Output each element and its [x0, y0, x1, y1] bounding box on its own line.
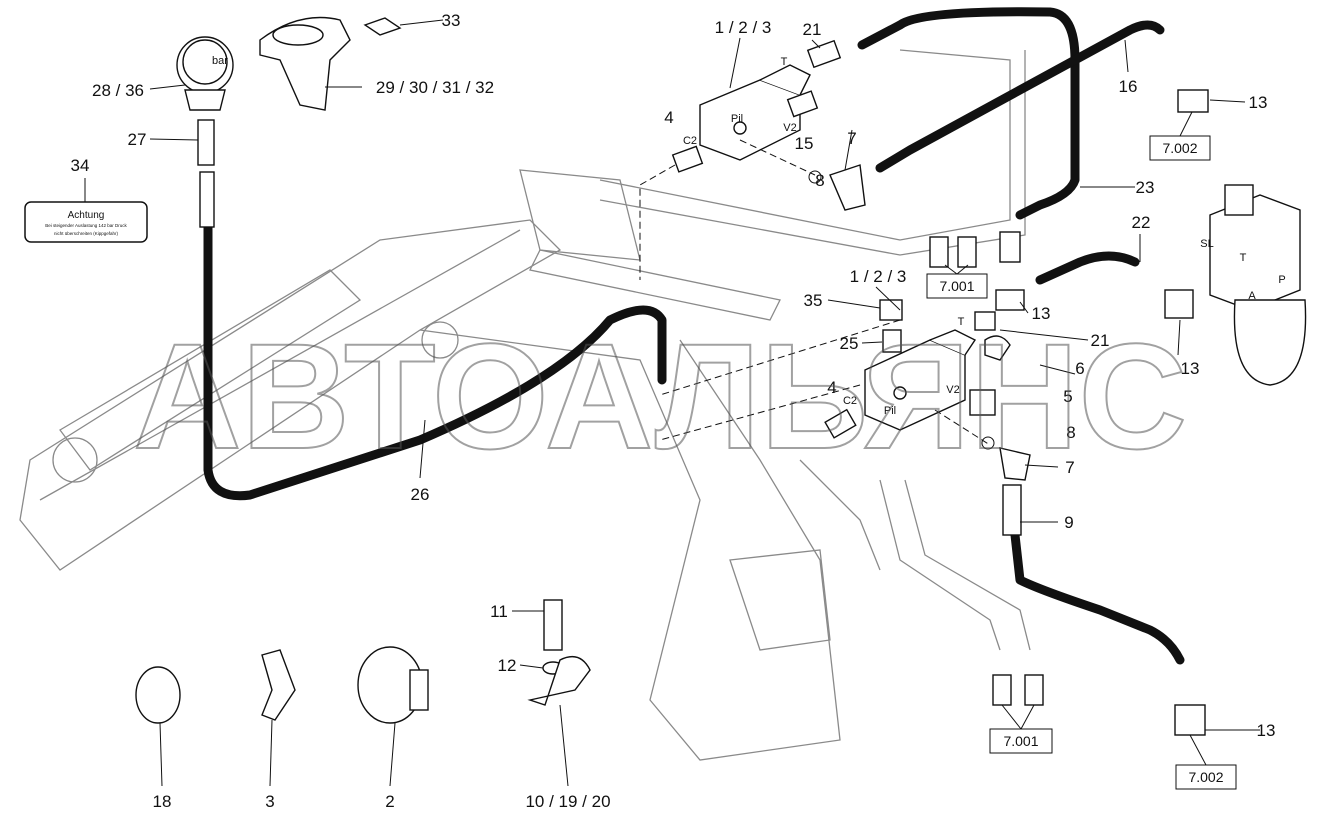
item-labels: 1 / 2 / 3 21 16 13 28 / 36 29 / 30 / 31 …	[71, 11, 1286, 811]
ref-7001-mid[interactable]: 7.001	[939, 278, 974, 294]
label-21-top[interactable]: 21	[803, 20, 822, 39]
label-bracket[interactable]: 29 / 30 / 31 / 32	[376, 78, 494, 97]
label-34[interactable]: 34	[71, 156, 90, 175]
pad-33	[363, 17, 402, 36]
label-23[interactable]: 23	[1136, 178, 1155, 197]
label-4-top[interactable]: 4	[664, 108, 673, 127]
label-8-mid[interactable]: 8	[1066, 423, 1075, 442]
label-33[interactable]: 33	[442, 11, 461, 30]
ref-7002-top[interactable]: 7.002	[1162, 140, 1197, 156]
ref-7001-bottom[interactable]: 7.001	[1003, 733, 1038, 749]
label-9[interactable]: 9	[1064, 513, 1073, 532]
label-top-valve[interactable]: 1 / 2 / 3	[715, 18, 772, 37]
port-a: A	[1248, 290, 1256, 302]
label-3[interactable]: 3	[265, 792, 274, 811]
excavator-arm-outline	[19, 49, 1031, 761]
gauge-bracket	[259, 16, 351, 111]
ref-7002-bottom[interactable]: 7.002	[1188, 769, 1223, 785]
port-t-right: T	[1240, 252, 1247, 264]
label-15[interactable]: 15	[795, 134, 814, 153]
label-13-top[interactable]: 13	[1249, 93, 1268, 112]
ref-boxes: 7.002 7.001 7.001 7.002	[926, 111, 1237, 790]
pressure-gauge: bar	[176, 36, 234, 228]
hose-23	[857, 7, 1080, 220]
label-mid-valve[interactable]: 1 / 2 / 3	[850, 267, 907, 286]
hose-9	[1010, 530, 1185, 665]
warning-sticker: Achtung Bei steigender Auslastung 142 ba…	[24, 201, 148, 243]
sticker-line1: Bei steigender Auslastung 142 bar Druck	[45, 223, 127, 228]
port-sl: SL	[1200, 238, 1213, 250]
label-16[interactable]: 16	[1119, 77, 1138, 96]
valve-block-mid	[864, 329, 977, 431]
port-t-top: T	[781, 56, 788, 68]
small-parts	[135, 599, 591, 724]
label-7-top[interactable]: 7	[847, 129, 856, 148]
label-gauge[interactable]: 28 / 36	[92, 81, 144, 100]
sticker-title: Achtung	[68, 210, 105, 221]
port-t-mid: T	[958, 316, 965, 328]
hoses	[203, 7, 1185, 665]
label-pipe-clamp[interactable]: 10 / 19 / 20	[525, 792, 610, 811]
assembly-lines	[639, 139, 991, 446]
hose-16	[875, 20, 1165, 173]
label-4-mid[interactable]: 4	[827, 378, 836, 397]
hose-26	[203, 220, 667, 501]
valve-block-top	[699, 64, 811, 161]
port-pil-top: Pil	[731, 113, 743, 125]
label-18[interactable]: 18	[153, 792, 172, 811]
label-25[interactable]: 25	[840, 334, 859, 353]
port-c2-mid: C2	[843, 395, 857, 407]
port-v2-top: V2	[783, 122, 796, 134]
label-5[interactable]: 5	[1063, 387, 1072, 406]
port-pil-mid: Pil	[884, 405, 896, 417]
label-27[interactable]: 27	[128, 130, 147, 149]
label-2[interactable]: 2	[385, 792, 394, 811]
watermark: АВТОАЛЬЯНС	[133, 312, 1187, 480]
sticker-line2: nicht überschreiten (Kippgefahr)	[54, 231, 119, 236]
port-v2-mid: V2	[946, 384, 959, 396]
accumulator-valve	[1209, 184, 1307, 386]
label-11[interactable]: 11	[490, 602, 508, 621]
label-13-mid[interactable]: 13	[1032, 304, 1051, 323]
gauge-unit: bar	[212, 55, 228, 67]
label-21-mid[interactable]: 21	[1091, 331, 1110, 350]
label-12[interactable]: 12	[498, 656, 517, 675]
hose-22	[1035, 251, 1140, 285]
label-7-mid[interactable]: 7	[1065, 458, 1074, 477]
port-p: P	[1278, 274, 1285, 286]
port-c2-top: C2	[683, 135, 697, 147]
label-13-right[interactable]: 13	[1181, 359, 1200, 378]
fittings	[671, 39, 1209, 736]
label-13-bottom[interactable]: 13	[1257, 721, 1276, 740]
label-35[interactable]: 35	[804, 291, 823, 310]
label-6[interactable]: 6	[1075, 359, 1084, 378]
label-26[interactable]: 26	[411, 485, 430, 504]
leader-lines	[84, 19, 1260, 787]
label-8-top[interactable]: 8	[815, 171, 824, 190]
label-22[interactable]: 22	[1132, 213, 1151, 232]
